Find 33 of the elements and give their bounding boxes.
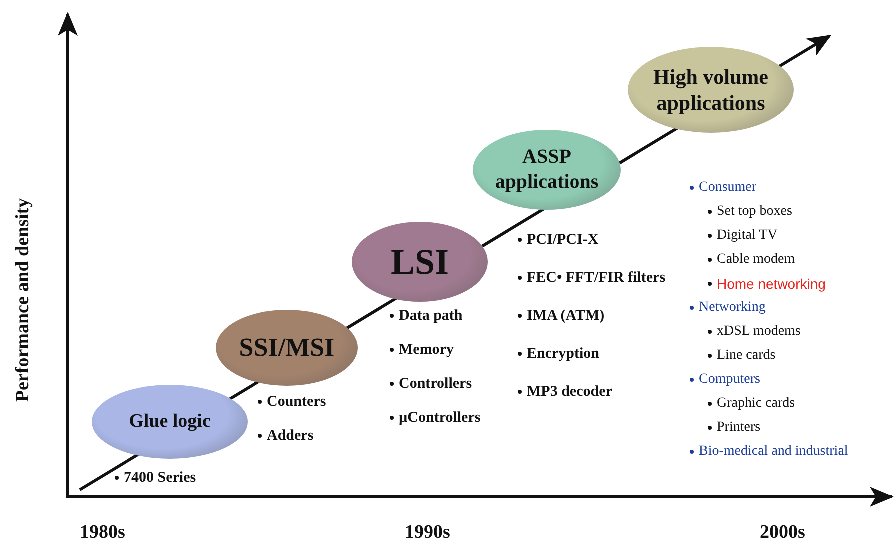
list-item: Networking	[699, 299, 766, 317]
list-item: Bio-medical and industrial	[699, 443, 848, 461]
node-label: LSI	[390, 240, 450, 284]
node-label: SSI/MSI	[239, 332, 335, 364]
list-item: Home networking	[717, 275, 826, 294]
list-item: 7400 Series	[124, 469, 196, 488]
list-item: PCI/PCI-X	[527, 231, 599, 250]
node-label: High volume applications	[652, 64, 770, 116]
list-item: Memory	[399, 341, 454, 360]
list-item: Consumer	[699, 179, 757, 197]
node-label: Glue logic	[129, 410, 211, 434]
list-item: µControllers	[399, 409, 481, 428]
list-item: Line cards	[717, 347, 776, 365]
list-item: Printers	[717, 419, 761, 437]
node-label: ASSP applications	[494, 145, 600, 195]
axis-tick-label: 2000s	[760, 521, 806, 545]
list-item: Cable modem	[717, 251, 796, 269]
list-item: FEC• FFT/FIR filters	[527, 269, 666, 288]
list-item: Controllers	[399, 375, 472, 394]
list-item: xDSL modems	[717, 323, 801, 341]
axis-title: Performance and density	[12, 198, 35, 402]
list-item: MP3 decoder	[527, 383, 612, 402]
list-item: Adders	[267, 427, 314, 446]
list-item: Set top boxes	[717, 203, 792, 221]
list-item: Counters	[267, 393, 326, 412]
list-item: Graphic cards	[717, 395, 796, 413]
axis-tick-label: 1980s	[80, 521, 126, 545]
list-item: IMA (ATM)	[527, 307, 605, 326]
axis-tick-label: 1990s	[405, 521, 450, 545]
list-item: Digital TV	[717, 227, 778, 245]
list-item: Data path	[399, 307, 463, 326]
list-item: Encryption	[527, 345, 600, 364]
list-item: Computers	[699, 371, 760, 389]
